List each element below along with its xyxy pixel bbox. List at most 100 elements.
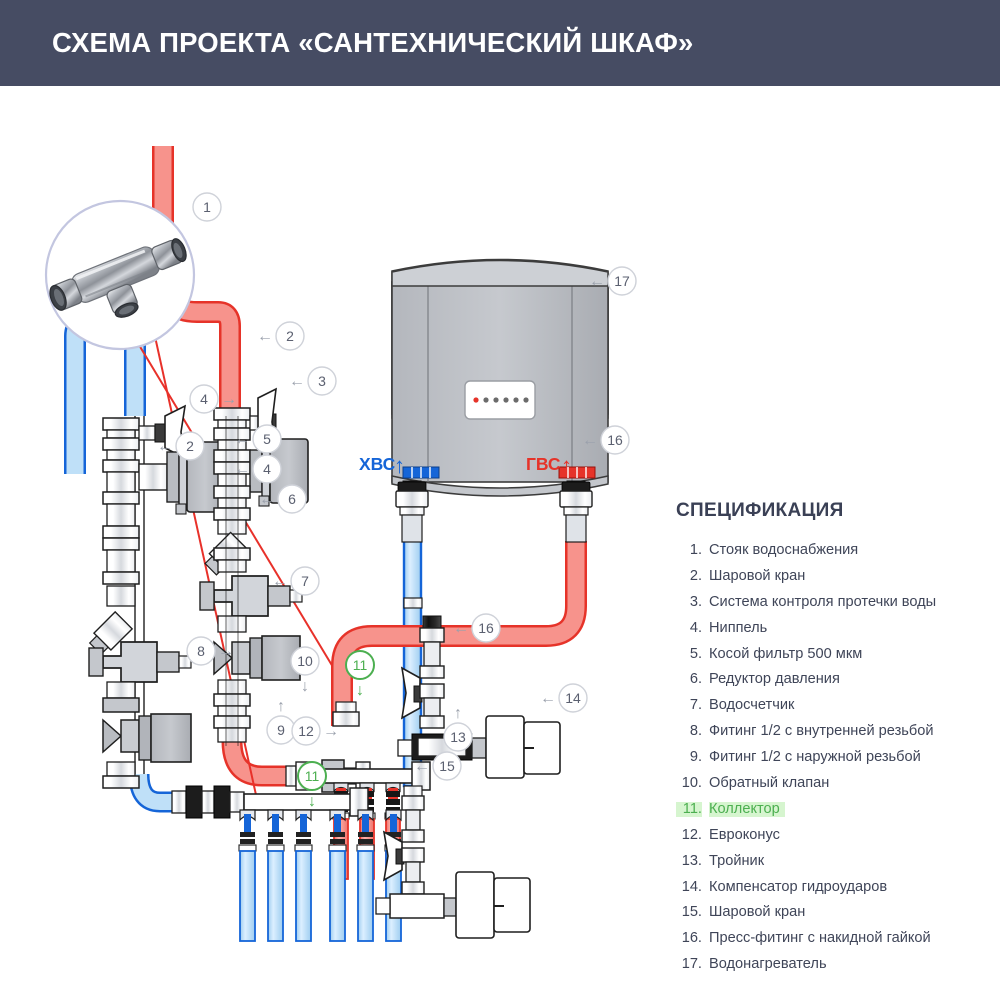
callout-bubble xyxy=(175,431,205,461)
callout-bubble xyxy=(297,761,327,791)
callout-14[interactable]: 14← xyxy=(540,683,588,713)
cold-flow-arrow: ↑ xyxy=(394,453,405,478)
spec-item-15: 15.Шаровой кран xyxy=(676,905,988,920)
spec-item-number: 3. xyxy=(689,593,702,610)
page-title: СХЕМА ПРОЕКТА «САНТЕХНИЧЕСКИЙ ШКАФ» xyxy=(52,27,694,58)
callout-arrow-down: ↓ xyxy=(301,678,309,695)
callout-4[interactable]: 4→ xyxy=(189,384,237,414)
callout-bubble xyxy=(345,650,375,680)
callout-bubble xyxy=(607,266,637,296)
callout-12[interactable]: 12 → xyxy=(291,716,339,746)
callout-number: 7 xyxy=(301,573,309,589)
callout-arrow-left: ← xyxy=(234,431,250,448)
spec-item-number: 16. xyxy=(681,930,702,947)
callout-arrow-up: ↑ xyxy=(277,698,285,715)
callout-3[interactable]: 3← xyxy=(289,366,337,396)
callout-bubble xyxy=(277,484,307,514)
callout-8[interactable]: 8→ xyxy=(186,636,234,666)
callout-layer: 12←3←4→2←5←4←6←7←8→10↓11↓9↑12→11↓13↑14←1… xyxy=(157,192,637,810)
callout-4[interactable]: 4← xyxy=(234,454,282,484)
callout-6[interactable]: 6← xyxy=(259,484,307,514)
callout-arrow-left: ← xyxy=(272,573,288,590)
spec-item-label: Шаровой кран xyxy=(709,567,806,584)
spec-item-10: 10. Обратный клапан xyxy=(676,776,988,791)
page-header: СХЕМА ПРОЕКТА «САНТЕХНИЧЕСКИЙ ШКАФ» xyxy=(0,0,1000,86)
callout-2[interactable]: 2← xyxy=(257,321,305,351)
spec-item-label: Евроконус xyxy=(709,826,780,843)
callout-number: 15 xyxy=(439,758,455,774)
callout-number: 16 xyxy=(607,432,623,448)
spec-item-number: 6. xyxy=(689,671,702,688)
spec-item-number: 1. xyxy=(689,542,702,558)
spec-item-number: 17. xyxy=(681,956,702,973)
callout-10[interactable]: 10 ↓ xyxy=(290,646,320,695)
callout-bubble xyxy=(189,384,219,414)
spec-item-6: 6. Редуктор давления xyxy=(676,672,988,687)
spec-item-number: 15. xyxy=(681,904,702,921)
callout-number: 4 xyxy=(200,391,208,407)
callout-bubble xyxy=(443,722,473,752)
callout-arrow-right: → xyxy=(323,723,339,740)
callout-arrow-left: ← xyxy=(257,328,273,345)
callout-arrow-left: ← xyxy=(582,432,598,449)
callout-arrow-up: ↑ xyxy=(454,705,462,722)
callout-arrow-left: ← xyxy=(289,373,305,390)
callout-9[interactable]: 9↑ xyxy=(266,698,296,745)
heater-indicator-dots xyxy=(473,397,529,403)
callout-number: 2 xyxy=(286,328,294,344)
callout-number: 12 xyxy=(298,723,314,739)
spec-item-label: Редуктор давления xyxy=(709,671,840,688)
spec-item-9: 9.Фитинг 1/2 с наружной резьбой xyxy=(676,750,988,765)
spec-item-label: Ниппель xyxy=(709,619,768,636)
callout-7[interactable]: 7← xyxy=(272,566,320,596)
callout-bubble xyxy=(252,454,282,484)
callout-15[interactable]: 15← xyxy=(414,751,462,781)
spec-item-number: 13. xyxy=(681,852,702,869)
spec-item-number: 5. xyxy=(689,645,702,662)
callout-bubble xyxy=(252,424,282,454)
callout-16[interactable]: 16 ← xyxy=(582,425,630,455)
callout-arrow-right: → xyxy=(221,391,237,408)
spec-item-label: Фитинг 1/2 с внутренней резьбой xyxy=(709,723,934,740)
callout-number: 2 xyxy=(186,438,194,454)
callout-arrow-down: ↓ xyxy=(308,793,316,810)
callout-13[interactable]: 13↑ xyxy=(443,705,473,752)
spec-item-label: Коллектор xyxy=(709,802,785,817)
callout-5[interactable]: 5← xyxy=(234,424,282,454)
callout-arrow-left: ← xyxy=(157,438,173,455)
pressure-reducer-hot xyxy=(199,575,303,617)
spec-item-3: 3. Система контроля протечки воды xyxy=(676,595,988,610)
callout-bubble xyxy=(291,716,321,746)
callout-number: 5 xyxy=(263,431,271,447)
callout-bubble xyxy=(186,636,216,666)
callout-16[interactable]: 16← xyxy=(453,613,501,643)
callout-2[interactable]: 2← xyxy=(157,431,205,461)
cold-manifold xyxy=(171,785,403,942)
callout-number: 10 xyxy=(297,653,313,669)
pressure-reducer-cold xyxy=(88,585,192,683)
callout-17[interactable]: 17← xyxy=(589,266,637,296)
spec-item-number: 7. xyxy=(689,697,702,714)
spec-item-11: 11.Коллектор xyxy=(676,802,988,817)
callout-1[interactable]: 1 xyxy=(192,192,222,222)
spec-item-number: 10. xyxy=(681,775,702,792)
callout-11-highlight[interactable]: 11 ↓ xyxy=(297,761,327,810)
callout-11-highlight[interactable]: 11↓ xyxy=(345,650,375,699)
spec-item-label: Водосчетчик xyxy=(709,697,795,714)
callout-bubble xyxy=(307,366,337,396)
cold-flow-text: ХВС xyxy=(359,454,396,474)
oblique-filter-cold xyxy=(88,537,140,656)
callout-bubble xyxy=(275,321,305,351)
spec-item-label: Обратный клапан xyxy=(709,775,830,792)
spec-item-7: 7. Водосчетчик xyxy=(676,698,988,713)
hot-flow-text: ГВС xyxy=(526,454,561,474)
callout-number: 11 xyxy=(305,768,320,784)
heater-control-panel[interactable] xyxy=(464,380,536,420)
callout-arrow-right: → xyxy=(218,643,234,660)
spec-item-label: Система контроля протечки воды xyxy=(709,593,937,610)
collector-magnifier[interactable] xyxy=(44,199,200,351)
